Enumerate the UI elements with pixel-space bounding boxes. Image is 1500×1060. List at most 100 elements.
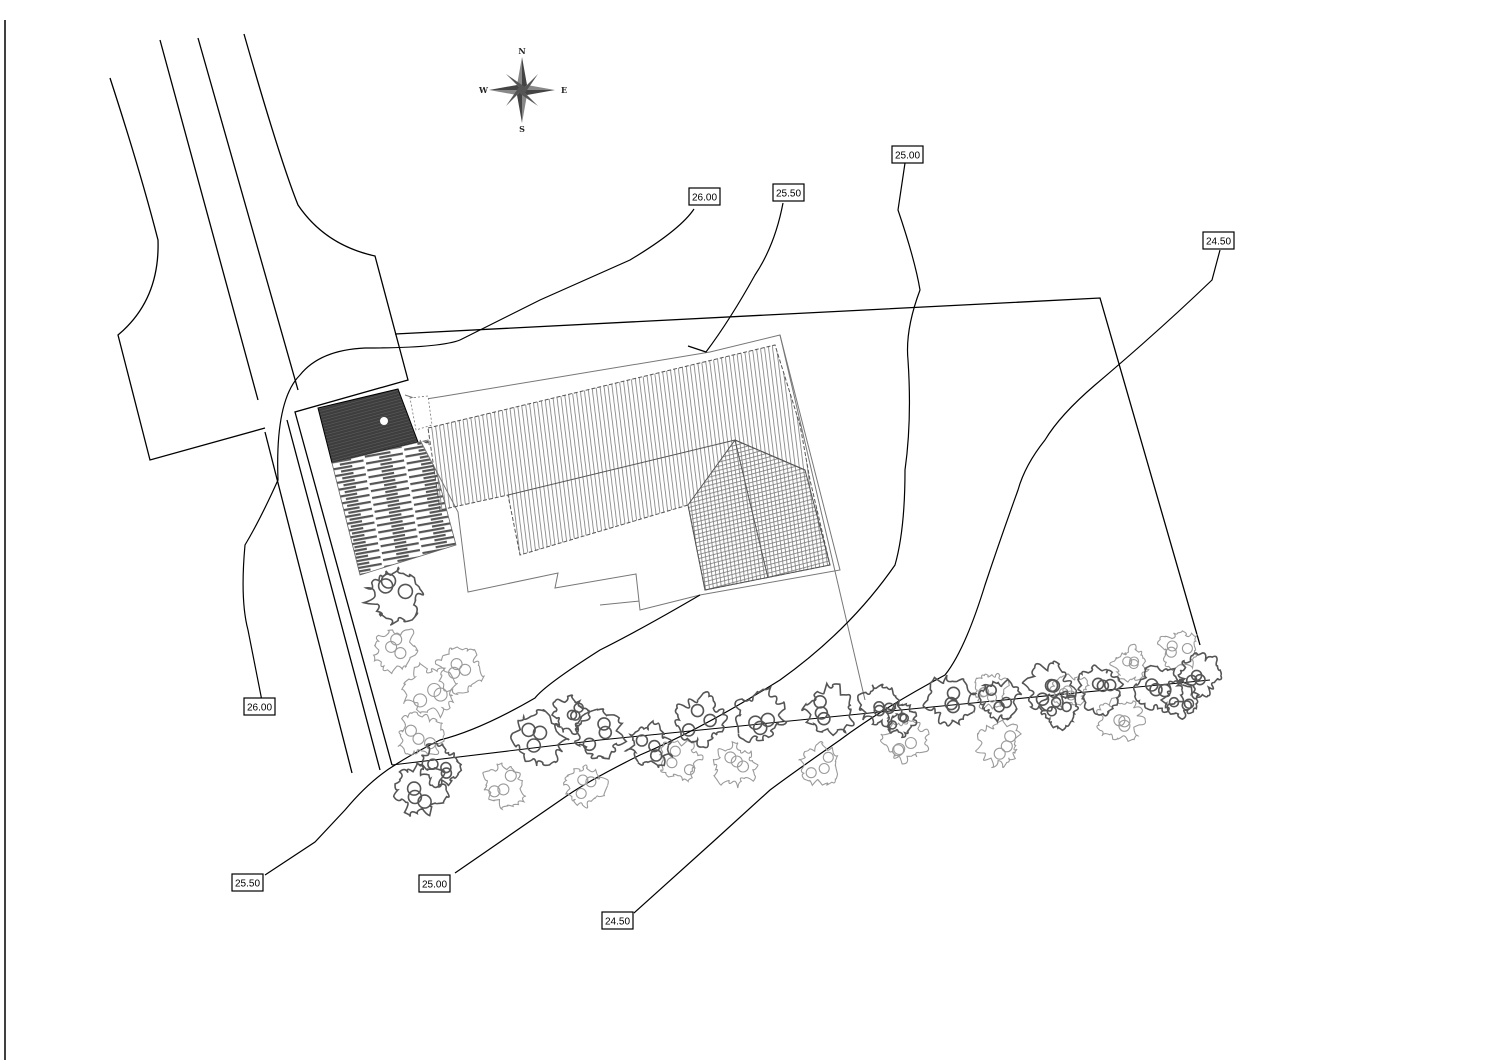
tree-canopy-detail: [703, 713, 717, 728]
tree-canopy-detail: [683, 764, 696, 776]
tree-canopy: [798, 741, 839, 787]
tree-canopy-detail: [899, 713, 910, 724]
tree-canopy-detail: [1046, 705, 1058, 717]
compass-star-north: [522, 57, 527, 90]
tree-belt-light: [372, 628, 1198, 811]
compass-star-west-b: [489, 90, 522, 95]
tree-canopy-detail: [873, 700, 885, 713]
tree-canopy-detail: [459, 663, 472, 676]
tree-canopy-detail: [504, 769, 517, 782]
tree-canopy: [563, 764, 609, 809]
tree-canopy: [574, 708, 628, 760]
compass-star-west: [489, 85, 522, 90]
tree-canopy: [922, 674, 978, 727]
compass-label-north: N: [518, 46, 525, 56]
contour-label-25-00-bottom: 25.00: [418, 874, 451, 893]
tree-canopy-detail: [390, 633, 403, 646]
tree-canopy-detail: [1118, 715, 1131, 728]
tree-canopy-detail: [993, 700, 1005, 713]
tree-canopy: [417, 742, 463, 789]
north-arrow-compass: N S E W: [478, 46, 567, 134]
tree-canopy-detail: [985, 684, 998, 697]
tree-canopy-detail: [413, 693, 428, 708]
tree-canopy-detail: [377, 578, 394, 594]
tree-canopy: [659, 739, 704, 783]
tree-canopy-detail: [397, 583, 414, 600]
tree-canopy-detail: [1165, 646, 1177, 658]
tree-canopy-detail: [946, 699, 960, 714]
tree-canopy: [734, 684, 788, 744]
tree-canopy: [977, 678, 1023, 724]
compass-star-south: [517, 90, 522, 123]
tree-canopy: [974, 719, 1022, 769]
tree-canopy-detail: [521, 722, 536, 738]
courtyard-lamp-marker: [380, 417, 388, 425]
contour-label-text: 24.50: [1206, 237, 1231, 248]
tree-canopy-detail: [440, 761, 452, 774]
tree-canopy-detail: [648, 739, 661, 753]
tree-canopy-detail: [649, 749, 663, 762]
tree-canopy-detail: [1181, 700, 1193, 711]
compass-star-diagonals: [506, 74, 538, 106]
compass-label-east: E: [561, 85, 567, 95]
roof-hip-line: [734, 439, 769, 579]
tree-canopy-detail: [488, 785, 501, 798]
tree-canopy-detail: [1183, 698, 1195, 710]
contour-label-25-50-bottom: 25.50: [231, 873, 264, 892]
tree-canopy: [674, 691, 729, 749]
road-lines: [109, 33, 409, 774]
tree-canopy-detail: [385, 640, 398, 653]
tree-canopy-detail: [724, 751, 737, 764]
contour-label-26-00-top: 26.00: [688, 187, 721, 206]
compass-star-south-b: [522, 90, 527, 123]
compass-label-south: S: [519, 124, 525, 134]
tree-canopy: [1156, 630, 1198, 671]
tree-canopy-detail: [1103, 678, 1117, 692]
tree-canopy-detail: [448, 666, 461, 679]
contour-label-text: 25.00: [895, 151, 920, 162]
tree-canopy-detail: [873, 704, 886, 717]
contour-label-26-00-left: 26.00: [243, 697, 276, 716]
tree-canopy-detail: [946, 686, 961, 701]
tree-canopy-detail: [892, 744, 905, 757]
tree-canopy-detail: [1194, 673, 1206, 686]
deck-area: [331, 439, 457, 576]
tree-canopy: [397, 711, 445, 756]
planter-bed: [409, 395, 433, 431]
tree-canopy-detail: [1004, 730, 1017, 743]
tree-canopy-detail: [532, 725, 548, 741]
tree-canopy: [1177, 652, 1223, 700]
tree-canopy-detail: [752, 720, 768, 736]
tree-canopy-detail: [986, 692, 998, 703]
tree-canopy: [712, 740, 759, 789]
tree-canopy: [885, 702, 918, 739]
tree-canopy: [1109, 643, 1150, 683]
tree-canopy: [1038, 690, 1080, 732]
tree-canopy-detail: [635, 734, 649, 747]
tree-canopy-detail: [575, 787, 587, 800]
tree-canopy-detail: [1168, 696, 1180, 708]
contour-label-24-50-bottom: 24.50: [601, 911, 634, 930]
contour-label-24-50-top: 24.50: [1202, 231, 1235, 250]
contour-label-25-00-top: 25.00: [891, 145, 924, 164]
tree-canopy-detail: [406, 781, 422, 796]
tree-canopy-detail: [736, 760, 750, 773]
tree-canopy-detail: [893, 742, 906, 756]
tree-canopy-detail: [887, 720, 898, 730]
tree-canopy: [360, 566, 425, 626]
tree-canopy-detail: [577, 774, 589, 786]
tree-canopy: [482, 762, 527, 811]
tree-canopy: [1021, 660, 1077, 712]
tree-canopy-detail: [666, 757, 678, 769]
tree-canopy-detail: [450, 658, 463, 671]
tree-canopy-detail: [1046, 679, 1061, 693]
tree-canopy-detail: [993, 747, 1006, 760]
tree-canopy-detail: [1035, 692, 1050, 707]
tree-canopy-detail: [417, 794, 432, 809]
contour-label-text: 26.00: [692, 193, 717, 204]
tree-canopy-detail: [1181, 642, 1193, 655]
tree-canopy-detail: [407, 789, 423, 805]
site-boundary-line: [394, 297, 1201, 646]
compass-label-west: W: [478, 85, 489, 95]
tree-canopy-detail: [440, 767, 453, 779]
